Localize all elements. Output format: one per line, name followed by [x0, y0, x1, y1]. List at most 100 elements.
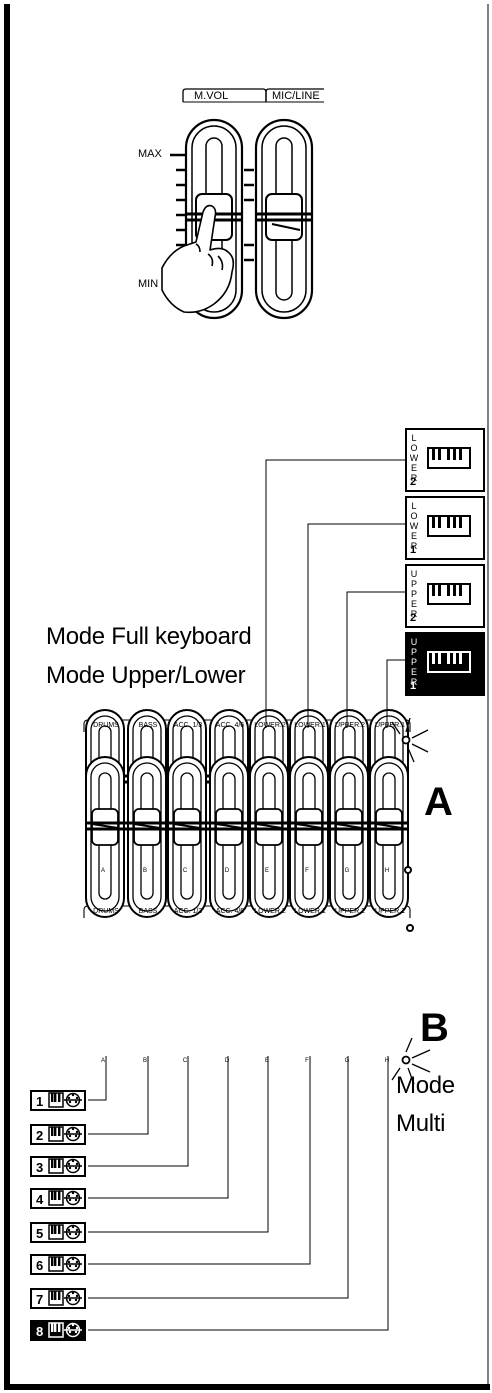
mixer_a-channel-label: LOWER.1 [294, 722, 326, 729]
piano-icon [48, 1190, 64, 1206]
mixer_b-channel-letter: E [264, 1058, 270, 1064]
multi-part-7[interactable]: 7 [30, 1288, 86, 1309]
mixer_b-channel-letter: A [100, 1058, 106, 1064]
mic-line-tab-label: MIC/LINE [272, 90, 320, 102]
connector-upper-2 [346, 591, 405, 728]
part-tab-number: 1 [410, 544, 417, 556]
multi-part-1[interactable]: 1 [30, 1090, 86, 1111]
mixer_b-channel-label: LOWER.2 [254, 908, 286, 915]
midi-port-icon [64, 1158, 82, 1174]
mixer_b-channel-slider[interactable] [127, 756, 167, 918]
mixer_b-channel-slider[interactable] [329, 756, 369, 918]
led-light-icon [391, 1037, 431, 1085]
mixer_b-channel-label: ACC. 1/3 [173, 908, 203, 915]
midi-port-icon [64, 1256, 82, 1272]
mixer_a-channel-letter: B [142, 868, 148, 874]
part-tab-number: 2 [410, 612, 417, 624]
mixer_a-channel-letter: C [182, 868, 188, 874]
mixer_b-channel-letter: F [305, 1058, 309, 1064]
mixer_a-channel-label: DRUMS [93, 722, 119, 729]
multi-part-number: 6 [36, 1258, 44, 1273]
mixer_b-channel-letter: G [344, 1058, 350, 1064]
multi-part-2[interactable]: 2 [30, 1124, 86, 1145]
mixer_b-channel-slider[interactable] [167, 756, 207, 918]
min-label: MIN [138, 278, 159, 290]
mixer-a-letter: A [424, 780, 453, 824]
connector-part-1 [88, 1056, 107, 1101]
part-tab-label: UPPER [409, 569, 419, 619]
mixer_b-channel-label: UPPER.2 [335, 908, 365, 915]
part-tab-number: 2 [410, 476, 417, 488]
mixer_a-channel-label: LOWER.2 [254, 722, 286, 729]
part-tab-label: LOWER [409, 501, 419, 551]
part-tab-upper-2[interactable]: UPPER 2 [405, 564, 485, 628]
mixer_b-channel-letter: B [142, 1058, 148, 1064]
midi-port-icon [64, 1322, 82, 1338]
mvol-tab-label: M.VOL [194, 90, 229, 102]
multi-part-5[interactable]: 5 [30, 1222, 86, 1243]
connector-part-7 [88, 1056, 349, 1299]
multi-part-6[interactable]: 6 [30, 1254, 86, 1275]
mixer_a-channel-letter: A [100, 868, 106, 874]
piano-icon [48, 1126, 64, 1142]
mixer_b-channel-label: BASS [138, 908, 158, 915]
connector-part-8 [88, 1056, 389, 1331]
led-dot [406, 924, 414, 932]
mixer_a-channel-letter: H [384, 868, 390, 874]
part-tab-label: LOWER [409, 433, 419, 483]
led-light-icon [391, 717, 429, 763]
piano-icon [48, 1158, 64, 1174]
connector-lower-2 [265, 459, 405, 728]
mixer_b-channel-slider[interactable] [85, 756, 125, 918]
multi-part-number: 1 [36, 1094, 44, 1109]
led-dot [404, 866, 412, 874]
multi-part-3[interactable]: 3 [30, 1156, 86, 1177]
mixer_b-channel-slider[interactable] [289, 756, 329, 918]
part-tab-number: 1 [410, 680, 417, 692]
part-tab-lower-1[interactable]: LOWER 1 [405, 496, 485, 560]
midi-port-icon [64, 1190, 82, 1206]
multi-part-number: 5 [36, 1226, 44, 1241]
mixer_b-channel-slider[interactable] [249, 756, 289, 918]
mixer_a-channel-letter: D [224, 868, 230, 874]
connector-lower-1 [307, 523, 405, 728]
mixer_a-channel-label: ACC. 1/3 [173, 722, 203, 729]
mode-multi-text-1: Mode [396, 1072, 455, 1099]
mixer_b-channel-letter: D [224, 1058, 230, 1064]
multi-part-number: 7 [36, 1292, 44, 1307]
mixer_a-channel-letter: G [344, 868, 350, 874]
mixer_b-channel-slider[interactable] [209, 756, 249, 918]
mixer_a-header-bracket [83, 719, 411, 732]
mixer_b-channel-slider[interactable] [369, 756, 409, 918]
connector-part-6 [88, 1056, 311, 1265]
mixer_a-channel-label: UPPER.2 [335, 722, 365, 729]
connector-upper-1 [386, 659, 405, 728]
mixer_a-channel-label: ACC. 4/6 [215, 722, 245, 729]
mode-upper-lower-text: Mode Upper/Lower [46, 662, 246, 689]
keyboard-icon [427, 651, 471, 673]
keyboard-icon [427, 583, 471, 605]
mixer-b-letter: B [420, 1006, 449, 1050]
multi-part-number: 2 [36, 1128, 44, 1143]
midi-port-icon [64, 1290, 82, 1306]
multi-part-4[interactable]: 4 [30, 1188, 86, 1209]
mixer_a-channel-letter: F [305, 868, 309, 874]
connector-part-4 [88, 1056, 229, 1199]
multi-part-8[interactable]: 8 [30, 1320, 86, 1341]
piano-icon [48, 1224, 64, 1240]
part-tab-upper-1[interactable]: UPPER 1 [405, 632, 485, 696]
connector-part-3 [88, 1056, 189, 1167]
mic-line-slider[interactable] [254, 118, 314, 320]
part-tab-label: UPPER [409, 637, 419, 687]
connector-part-2 [88, 1056, 149, 1135]
midi-port-icon [64, 1126, 82, 1142]
multi-part-number: 8 [36, 1324, 44, 1339]
mixer_b-channel-letter: H [384, 1058, 390, 1064]
hand-pointer-icon [161, 204, 235, 314]
